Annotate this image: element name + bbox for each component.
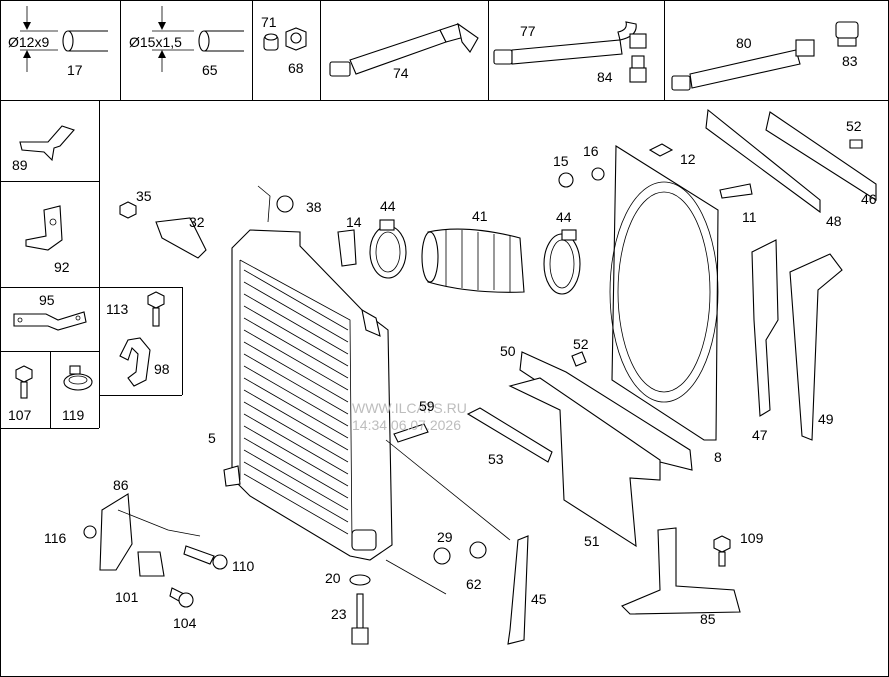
callout-52-top: 52 — [846, 118, 862, 134]
leader-lines — [117, 185, 511, 595]
callout-14: 14 — [346, 214, 362, 230]
callout-71: 71 — [261, 14, 277, 30]
callout-116: 116 — [44, 530, 67, 546]
callout-48: 48 — [826, 213, 842, 229]
watermark: WWW.ILCATS.RU 14:34 06.07.2026 — [352, 400, 467, 433]
callout-98: 98 — [154, 361, 170, 377]
lower-brackets — [99, 493, 741, 645]
callout-68: 68 — [288, 60, 304, 76]
callout-110: 110 — [232, 558, 255, 574]
callout-44-left: 44 — [380, 198, 396, 214]
callout-12: 12 — [680, 151, 696, 167]
hose-80-83-cell: 80 83 — [671, 21, 859, 91]
callout-45: 45 — [531, 591, 547, 607]
callout-62: 62 — [466, 576, 482, 592]
callout-107: 107 — [8, 407, 32, 423]
clamp-119-cell: 119 — [62, 365, 93, 423]
callout-77: 77 — [520, 23, 536, 39]
callout-32: 32 — [189, 214, 205, 230]
callout-83: 83 — [842, 53, 858, 69]
callout-86: 86 — [113, 477, 129, 493]
air-guides — [466, 351, 693, 548]
callout-5: 5 — [208, 430, 216, 446]
callout-17: 17 — [67, 62, 83, 78]
callout-104: 104 — [173, 615, 197, 631]
fan-shroud — [609, 145, 719, 441]
clamp-44-right — [543, 229, 581, 295]
callout-50: 50 — [500, 343, 516, 359]
bracket-98-cell: 98 — [119, 337, 170, 387]
callout-92: 92 — [54, 259, 70, 275]
callout-35: 35 — [136, 188, 152, 204]
callout-89: 89 — [12, 157, 28, 173]
bracket-95-cell: 95 — [13, 292, 87, 331]
callout-46: 46 — [861, 191, 877, 207]
hose-17-cell: Ø12x9 17 — [8, 6, 108, 78]
intake-hose-41 — [421, 228, 525, 293]
callout-38: 38 — [306, 199, 322, 215]
callout-109: 109 — [740, 530, 764, 546]
dim-label: Ø15x1,5 — [129, 34, 182, 50]
fittings-71-68-cell: 71 68 — [261, 14, 307, 76]
callout-80: 80 — [736, 35, 752, 51]
callout-44-right: 44 — [556, 209, 572, 225]
callout-51: 51 — [584, 533, 600, 549]
callout-53: 53 — [488, 451, 504, 467]
radiator-fins — [243, 269, 349, 535]
callout-15: 15 — [553, 153, 569, 169]
seal-strips — [705, 108, 877, 441]
callout-16: 16 — [583, 143, 599, 159]
hose-77-84-cell: 77 84 — [493, 21, 647, 85]
clamp-44-left — [369, 219, 407, 279]
bracket-89-cell: 89 — [12, 125, 75, 173]
callout-29: 29 — [437, 529, 453, 545]
callout-52-mid: 52 — [573, 336, 589, 352]
callout-labels: 35 32 38 14 44 41 44 15 16 12 52 46 11 4… — [44, 118, 877, 631]
bolt-113-cell: 113 — [106, 291, 165, 327]
callout-84: 84 — [597, 69, 613, 85]
callout-23: 23 — [331, 606, 347, 622]
watermark-line1: WWW.ILCATS.RU — [352, 400, 467, 416]
callout-8: 8 — [714, 449, 722, 465]
dim-label: Ø12x9 — [8, 34, 49, 50]
callout-65: 65 — [202, 62, 218, 78]
callout-119: 119 — [62, 407, 85, 423]
hose-74-cell: 74 — [329, 22, 479, 81]
callout-101: 101 — [115, 589, 139, 605]
callout-85: 85 — [700, 611, 716, 627]
callout-74: 74 — [393, 65, 409, 81]
callout-59: 59 — [419, 398, 435, 414]
callout-95: 95 — [39, 292, 55, 308]
bolt-107-cell: 107 — [8, 365, 33, 423]
callout-11: 11 — [742, 209, 757, 225]
hose-65-cell: Ø15x1,5 65 — [129, 6, 244, 78]
radiator-illustration — [223, 229, 393, 561]
callout-41: 41 — [472, 208, 488, 224]
callout-47: 47 — [752, 427, 768, 443]
callout-20: 20 — [325, 570, 341, 586]
callout-113: 113 — [106, 301, 129, 317]
fasteners — [83, 139, 863, 645]
bracket-92-cell: 92 — [25, 205, 70, 275]
watermark-line2: 14:34 06.07.2026 — [352, 417, 461, 433]
callout-49: 49 — [818, 411, 834, 427]
